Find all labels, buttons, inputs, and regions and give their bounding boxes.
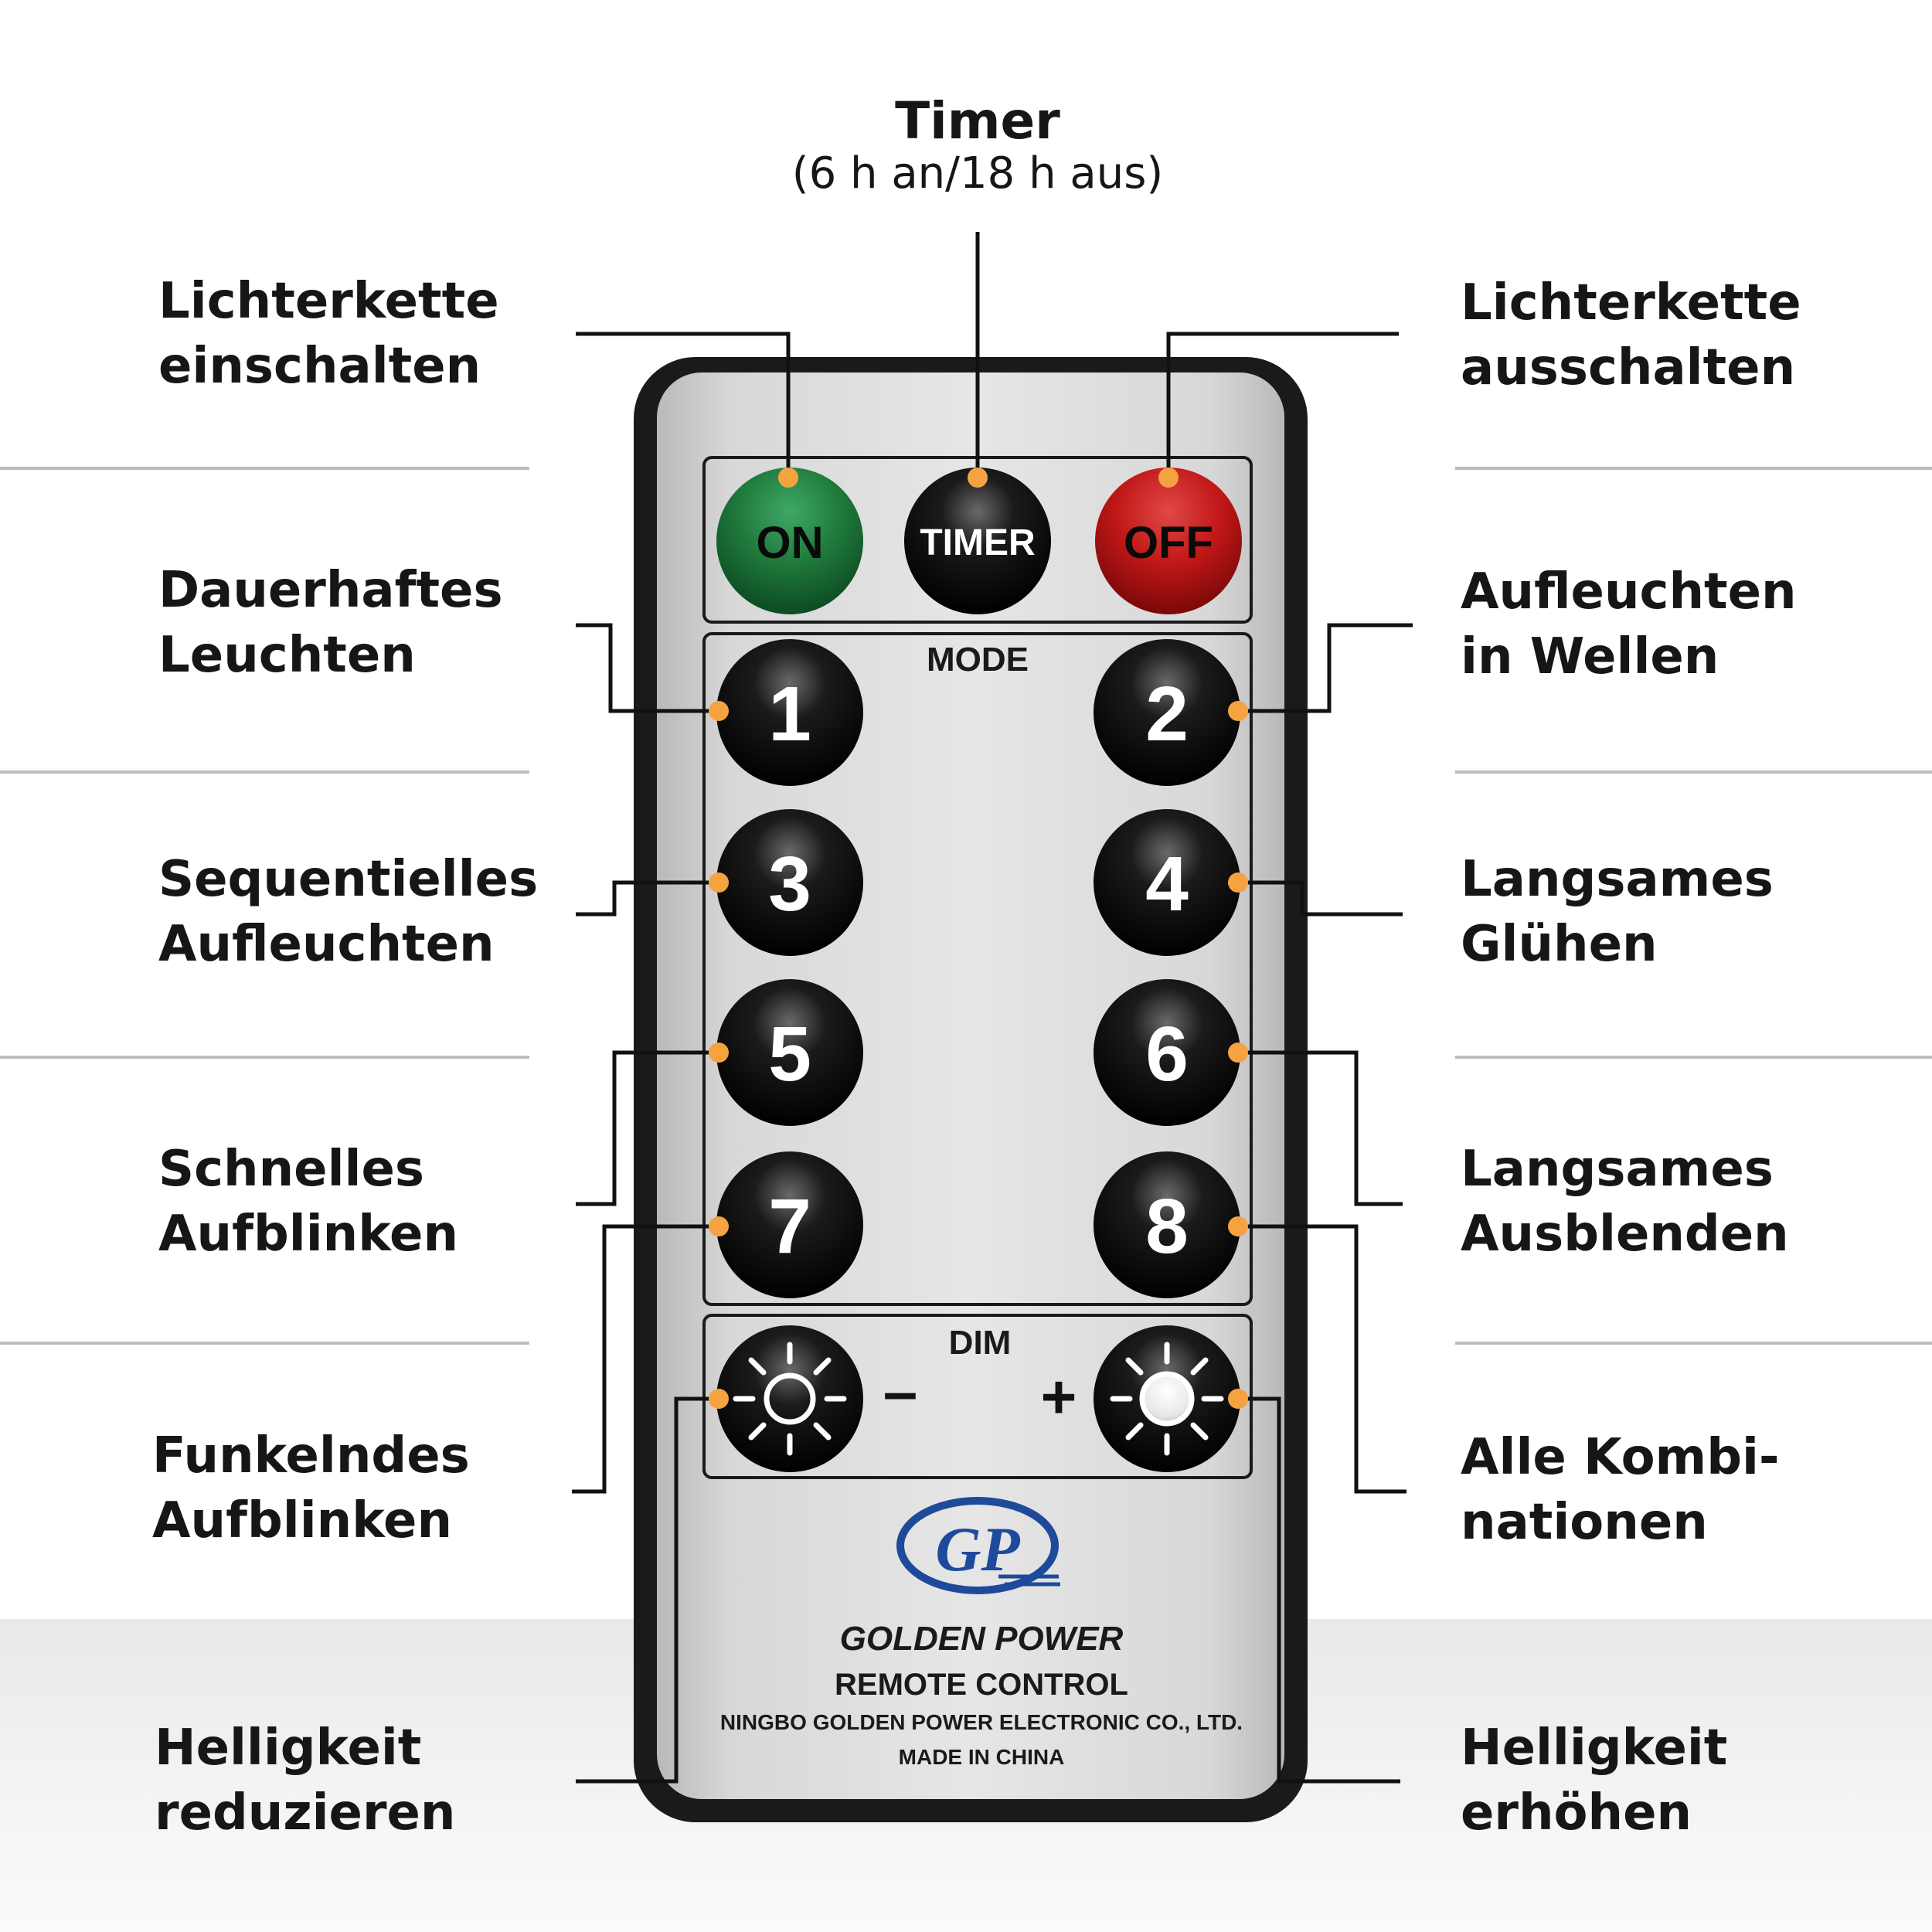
- sun-outline-icon: [733, 1342, 847, 1456]
- mode-button-6[interactable]: 6: [1094, 979, 1240, 1126]
- svg-text:4: 4: [1145, 841, 1189, 927]
- svg-text:5: 5: [768, 1011, 811, 1097]
- dim-minus-button[interactable]: [716, 1325, 863, 1472]
- label-mode-8: Alle Kombi-nationen: [1461, 1429, 1780, 1551]
- dim-plus-button[interactable]: [1094, 1325, 1240, 1472]
- svg-text:OFF: OFF: [1124, 518, 1213, 568]
- dim-panel: [702, 1314, 1253, 1479]
- timer-title: Timer: [895, 91, 1060, 151]
- mode-button-4[interactable]: 4: [1094, 809, 1240, 956]
- minus-sign: –: [883, 1357, 918, 1426]
- timer-button[interactable]: TIMER: [904, 468, 1051, 614]
- separator-lines: [0, 467, 1932, 1345]
- origin-text: MADE IN CHINA: [899, 1745, 1065, 1769]
- golden-power-logo: GP: [896, 1497, 1060, 1594]
- mode-button-1[interactable]: 1: [716, 639, 863, 786]
- dim-label: DIM: [949, 1324, 1012, 1362]
- mode-button-5[interactable]: 5: [716, 979, 863, 1126]
- indicator-dots: [709, 468, 1248, 1409]
- mode-button-8[interactable]: 8: [1094, 1151, 1240, 1298]
- svg-text:8: 8: [1145, 1183, 1189, 1270]
- brand-name: GOLDEN POWER: [840, 1620, 1124, 1658]
- product-name: REMOTE CONTROL: [835, 1668, 1128, 1702]
- svg-text:GP: GP: [935, 1514, 1020, 1584]
- mode-button-3[interactable]: 3: [716, 809, 863, 956]
- svg-text:7: 7: [768, 1183, 811, 1270]
- svg-text:TIMER: TIMER: [920, 522, 1035, 563]
- company-name: NINGBO GOLDEN POWER ELECTRONIC CO., LTD.: [720, 1710, 1243, 1734]
- connector-lines: [572, 232, 1413, 1784]
- svg-text:1: 1: [768, 671, 811, 757]
- mode-panel: [702, 632, 1253, 1306]
- mode-button-7[interactable]: 7: [716, 1151, 863, 1298]
- mode-label: MODE: [927, 641, 1029, 679]
- svg-text:ON: ON: [757, 518, 824, 568]
- svg-text:2: 2: [1145, 671, 1189, 757]
- sun-filled-icon: [1110, 1342, 1224, 1456]
- svg-text:3: 3: [768, 841, 811, 927]
- plus-sign: +: [1041, 1362, 1077, 1431]
- mode-button-2[interactable]: 2: [1094, 639, 1240, 786]
- timer-subtitle: (6 h an/18 h aus): [791, 148, 1164, 199]
- on-button[interactable]: ON: [716, 468, 863, 614]
- svg-text:6: 6: [1145, 1011, 1189, 1097]
- off-button[interactable]: OFF: [1095, 468, 1242, 614]
